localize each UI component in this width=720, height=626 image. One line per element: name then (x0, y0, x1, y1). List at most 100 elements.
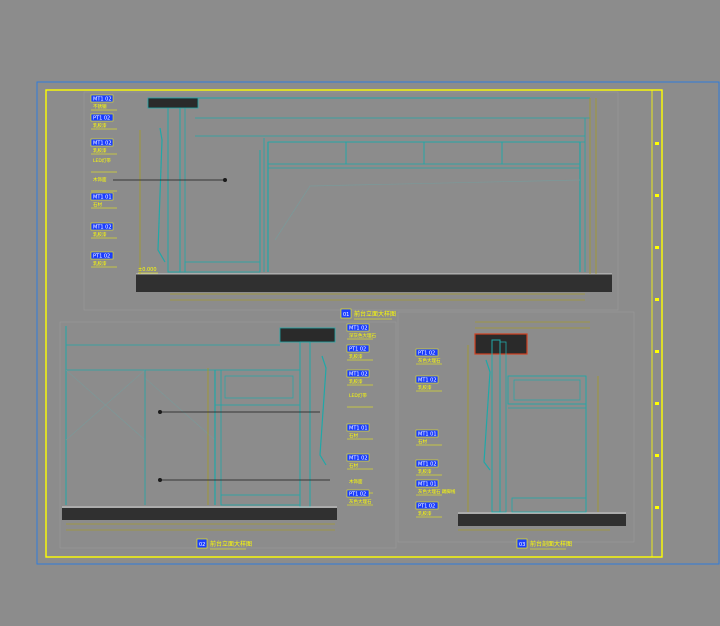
material-tag-code: PT1 02 (349, 492, 366, 498)
material-tag-box (415, 501, 439, 510)
material-tag-code: PT1 02 (418, 504, 435, 510)
material-tag-box (90, 192, 114, 201)
material-tag-box (346, 323, 370, 332)
material-tag-code: MT1 01 (93, 195, 112, 201)
material-tag-text: 木饰面 (349, 478, 363, 485)
material-tag-code: MT1 02 (349, 456, 368, 462)
material-tag-text: 石材 (418, 438, 427, 445)
material-tag-text: 木饰面 (93, 176, 107, 183)
material-tag-code: MT1 02 (418, 378, 437, 384)
drawing-title-top-text: 前台立面大样图 (354, 310, 396, 318)
material-tag-box (415, 479, 439, 488)
drawing-title-top: 01 前台立面大样图 (340, 308, 396, 320)
drawing-frame (45, 89, 663, 558)
material-tag-code: PT1 02 (418, 351, 435, 357)
material-tag-text: LED灯带 (349, 392, 367, 399)
material-tag-text: 乳胶漆 (418, 468, 432, 475)
material-tag-text: 深灰色大理石 (349, 332, 376, 339)
bottom-right-section (397, 311, 635, 543)
level-mark-text: ±0.000 (138, 267, 157, 273)
material-tag-text: 乳胶漆 (349, 353, 363, 360)
material-tag-box (90, 113, 114, 122)
material-tag-text: 石材 (349, 432, 358, 439)
material-tag-text: 乳胶漆 (349, 378, 363, 385)
drawing-title-bottom-left-text: 前台立面大样图 (210, 540, 252, 548)
material-tag-text: 不锈钢 (93, 103, 107, 110)
material-tag-code: PT1 02 (349, 347, 366, 353)
material-tag-code: MT1 02 (349, 372, 368, 378)
material-tag-code: MT1 01 (349, 426, 368, 432)
material-tag-box (415, 375, 439, 384)
material-tag-code: MT1 02 (93, 225, 112, 231)
material-tag-box (415, 348, 439, 357)
material-tag-box (90, 222, 114, 231)
bottom-left-elevation (59, 321, 397, 549)
drawing-title-bottom-left: 02 前台立面大样图 (196, 538, 252, 550)
material-tag-code: MT1 01 (418, 432, 437, 438)
material-tag-code: MT1 02 (418, 462, 437, 468)
material-tag-code: MT1 02 (349, 326, 368, 332)
drawing-title-bottom-left-number: 02 (199, 542, 205, 548)
material-tag-text: LED灯带 (93, 157, 111, 164)
material-tag-box (415, 429, 439, 438)
material-tag-box (346, 423, 370, 432)
material-tag-text: 乳胶漆 (93, 260, 107, 267)
material-tag-code: PT1 02 (93, 254, 110, 260)
material-tag-code: MT1 02 (93, 141, 112, 147)
material-tag-text: 石材 (349, 462, 358, 469)
material-tag-box (346, 344, 370, 353)
material-tag-text: 乳胶漆 (418, 510, 432, 517)
material-tag-text: 乳胶漆 (418, 384, 432, 391)
drawing-title-bottom-right-text: 前台剖面大样图 (530, 540, 572, 548)
top-elevation (83, 91, 619, 311)
material-tag-box (415, 459, 439, 468)
sheet-border (36, 81, 720, 565)
material-tag-text: 灰色大理石 (349, 498, 372, 505)
material-tag-text: 乳胶漆 (93, 231, 107, 238)
level-mark: ±0.000 (138, 267, 158, 274)
material-tag-box (346, 453, 370, 462)
material-tag-box (90, 138, 114, 147)
material-tag: LED灯带 (91, 157, 117, 173)
material-tag-box (346, 489, 370, 498)
material-tag-text: 乳胶漆 (93, 122, 107, 129)
frame-ticks (655, 142, 659, 509)
material-tag-text: 石材 (93, 201, 102, 208)
material-tag-code: PT1 02 (93, 116, 110, 122)
material-tag-box (346, 369, 370, 378)
drawing-title-bottom-right: 03 前台剖面大样图 (516, 538, 572, 550)
material-tag-code: MT1 02 (93, 97, 112, 103)
material-tag-box (90, 251, 114, 260)
material-tag-code: MT1 01 (418, 482, 437, 488)
material-tag-text: 乳胶漆 (93, 147, 107, 154)
material-tag: LED灯带 (347, 392, 373, 408)
drawing-title-bottom-right-number: 03 (519, 542, 525, 548)
drawing-title-top-number: 01 (343, 312, 349, 318)
material-tag-text: 灰色大理石 (418, 357, 441, 364)
material-tag-text: 灰色大理石 踢脚线 (418, 488, 456, 495)
material-tag-box (90, 94, 114, 103)
material-tag: 木饰面 (91, 176, 117, 192)
